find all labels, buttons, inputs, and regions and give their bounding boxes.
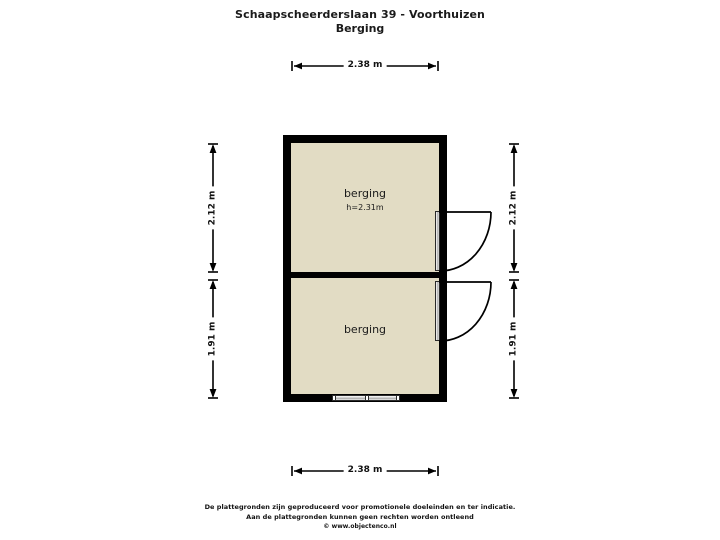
footer-copyright: © www.objectenco.nl (323, 523, 397, 531)
footer-disclaimer-line-2: Aan de plattegronden kunnen geen rechten… (246, 512, 474, 521)
dimension-bottom-label: 2.38 m (343, 464, 387, 477)
window-mullion-left (332, 394, 336, 401)
door-upper-right[interactable] (435, 211, 495, 272)
door-lower-right-swing-arc (438, 281, 492, 342)
door-upper-right-swing-arc (438, 211, 492, 272)
room-berging-upper-height: h=2.31m (346, 203, 384, 212)
dimension-top-label: 2.38 m (343, 59, 387, 72)
room-berging-upper[interactable]: berging h=2.31m (291, 143, 439, 272)
door-lower-right[interactable] (435, 281, 495, 342)
title-block: Schaapscheerderslaan 39 - Voorthuizen Be… (0, 8, 720, 36)
room-berging-lower-name: berging (343, 323, 387, 336)
dimension-left-lower: 1.91 m (205, 278, 221, 400)
dimension-right-upper-label: 2.12 m (507, 186, 521, 230)
dimension-right-lower-label: 1.91 m (507, 317, 521, 361)
room-berging-lower[interactable]: berging (291, 278, 439, 394)
footer-block: De plattegronden zijn geproduceerd voor … (0, 503, 720, 532)
window-mullion-right (396, 394, 400, 401)
dimension-top: 2.38 m (290, 58, 440, 74)
dimension-right-upper: 2.12 m (506, 142, 522, 274)
dimension-left-upper-label: 2.12 m (206, 186, 220, 230)
footer-disclaimer-line-1: De plattegronden zijn geproduceerd voor … (204, 503, 516, 512)
dimension-left-lower-label: 1.91 m (206, 317, 220, 361)
room-berging-upper-name: berging (343, 187, 387, 200)
window-mullion-center (365, 394, 369, 401)
window-bottom-wall[interactable] (332, 394, 400, 401)
room-berging-upper-label-group: berging h=2.31m (291, 187, 439, 213)
page-title: Schaapscheerderslaan 39 - Voorthuizen (235, 8, 485, 21)
dimension-bottom: 2.38 m (290, 463, 440, 479)
door-upper-right-leaf (435, 211, 440, 271)
room-berging-lower-label-group: berging (291, 323, 439, 337)
page-subtitle: Berging (335, 22, 385, 35)
dimension-left-upper: 2.12 m (205, 142, 221, 274)
dimension-right-lower: 1.91 m (506, 278, 522, 400)
door-lower-right-leaf (435, 281, 440, 341)
floorplan-building: berging h=2.31m berging (283, 135, 492, 402)
